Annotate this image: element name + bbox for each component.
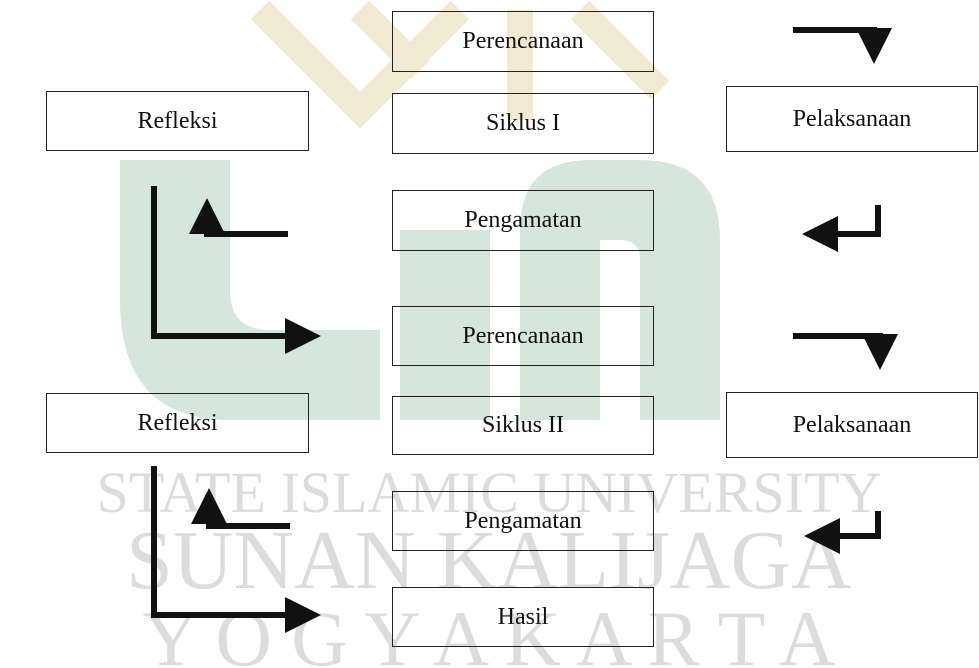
- result-box: Hasil: [392, 587, 654, 647]
- watermark-logo-u: [120, 160, 380, 420]
- reflection-box-cycle-1: Refleksi: [46, 91, 309, 151]
- action-box-cycle-2: Pelaksanaan: [726, 392, 978, 458]
- observation-box-cycle-2: Pengamatan: [392, 491, 654, 551]
- arrow-reflection-to-planning-2: [151, 186, 321, 354]
- arrow-planning-to-action-1: [793, 27, 892, 64]
- watermark-logo-i: [400, 230, 490, 420]
- cycle-label-cycle-2: Siklus II: [481, 412, 564, 438]
- reflection-box-cycle-2: Refleksi: [46, 393, 309, 453]
- watermark-logo-ornament: [250, 0, 670, 129]
- observation-label-cycle-2: Pengamatan: [464, 507, 582, 534]
- arrow-planning-to-action-2: [793, 333, 898, 370]
- watermark-logo-n: [520, 160, 720, 420]
- planning-label-cycle-1: Perencanaan: [462, 28, 584, 54]
- watermark-text-line2: SUNAN KALIJAGA: [126, 514, 852, 607]
- result-label: Hasil: [497, 603, 549, 630]
- cycle-box-cycle-2: Siklus II: [392, 396, 654, 455]
- action-label-cycle-2: Pelaksanaan: [792, 411, 912, 438]
- observation-box-cycle-1: Pengamatan: [392, 190, 654, 251]
- watermark-text-line3: Y O G Y A K A R T A: [143, 595, 836, 668]
- reflection-label-cycle-1: Refleksi: [137, 107, 218, 134]
- action-box-cycle-1: Pelaksanaan: [726, 86, 978, 152]
- watermark-text-line1: STATE ISLAMIC UNIVERSITY: [97, 460, 882, 525]
- cycle-label-cycle-1: Siklus I: [485, 110, 560, 136]
- planning-box-cycle-1: Perencanaan: [392, 11, 654, 72]
- planning-label-cycle-2: Perencanaan: [462, 322, 584, 349]
- observation-label-cycle-1: Pengamatan: [464, 207, 582, 233]
- action-label-cycle-1: Pelaksanaan: [792, 105, 912, 132]
- arrow-action-to-observation-2: [804, 511, 881, 554]
- arrow-observation-to-reflection-2: [191, 488, 290, 529]
- cycle-box-cycle-1: Siklus I: [392, 93, 654, 154]
- reflection-label-cycle-2: Refleksi: [137, 409, 218, 436]
- arrow-action-to-observation-1: [802, 205, 881, 252]
- planning-box-cycle-2: Perencanaan: [392, 306, 654, 366]
- arrow-observation-to-reflection-1: [189, 198, 288, 237]
- arrow-reflection-to-result: [151, 466, 321, 633]
